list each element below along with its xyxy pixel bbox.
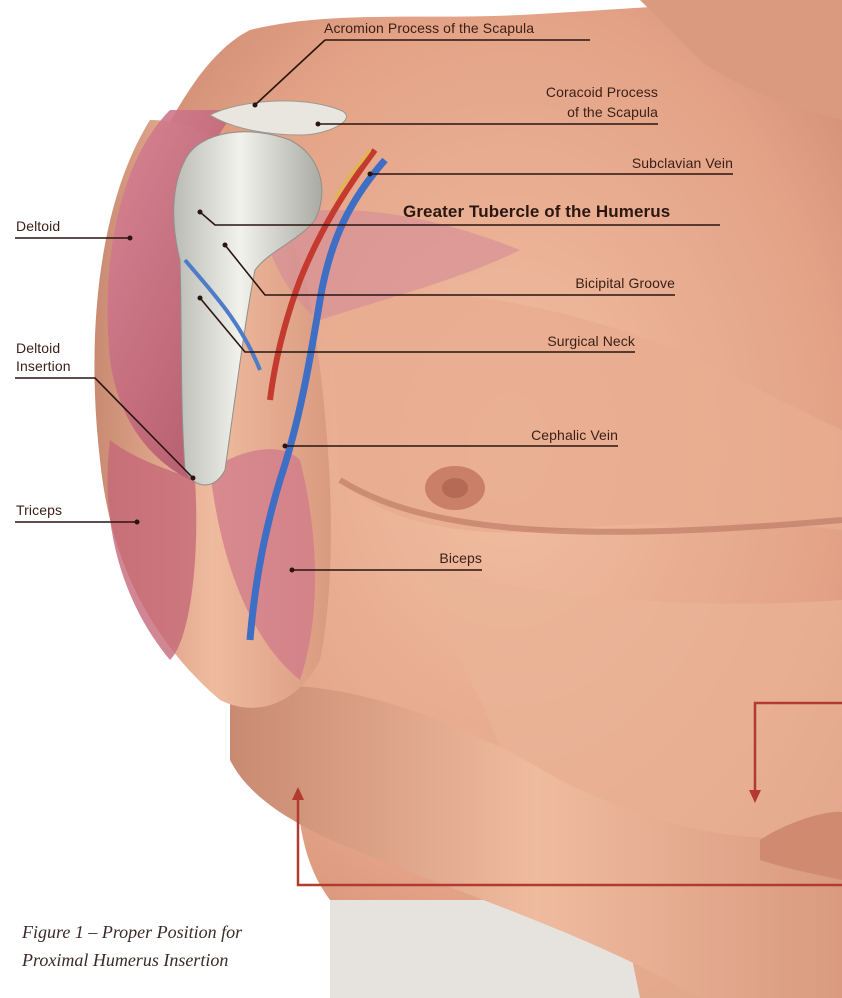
label-bicipital: Bicipital Groove [520,275,675,291]
label-surgical-neck: Surgical Neck [500,333,635,349]
label-greater-tubercle: Greater Tubercle of the Humerus [403,204,670,220]
label-triceps: Triceps [16,502,62,518]
label-subclavian: Subclavian Vein [560,155,733,171]
caption-line1: Figure 1 – Proper Position for [22,918,242,946]
label-cephalic: Cephalic Vein [480,427,618,443]
label-acromion: Acromion Process of the Scapula [324,20,534,36]
label-deltoid-insertion-line1: Deltoid [16,340,60,356]
label-coracoid-line1: Coracoid Process [520,84,658,100]
caption-line2: Proximal Humerus Insertion [22,946,242,974]
label-biceps: Biceps [400,550,482,566]
label-coracoid-line2: of the Scapula [520,104,658,120]
label-deltoid-insertion-line2: Insertion [16,358,71,374]
figure-caption: Figure 1 – Proper Position for Proximal … [22,918,242,974]
label-deltoid: Deltoid [16,218,60,234]
